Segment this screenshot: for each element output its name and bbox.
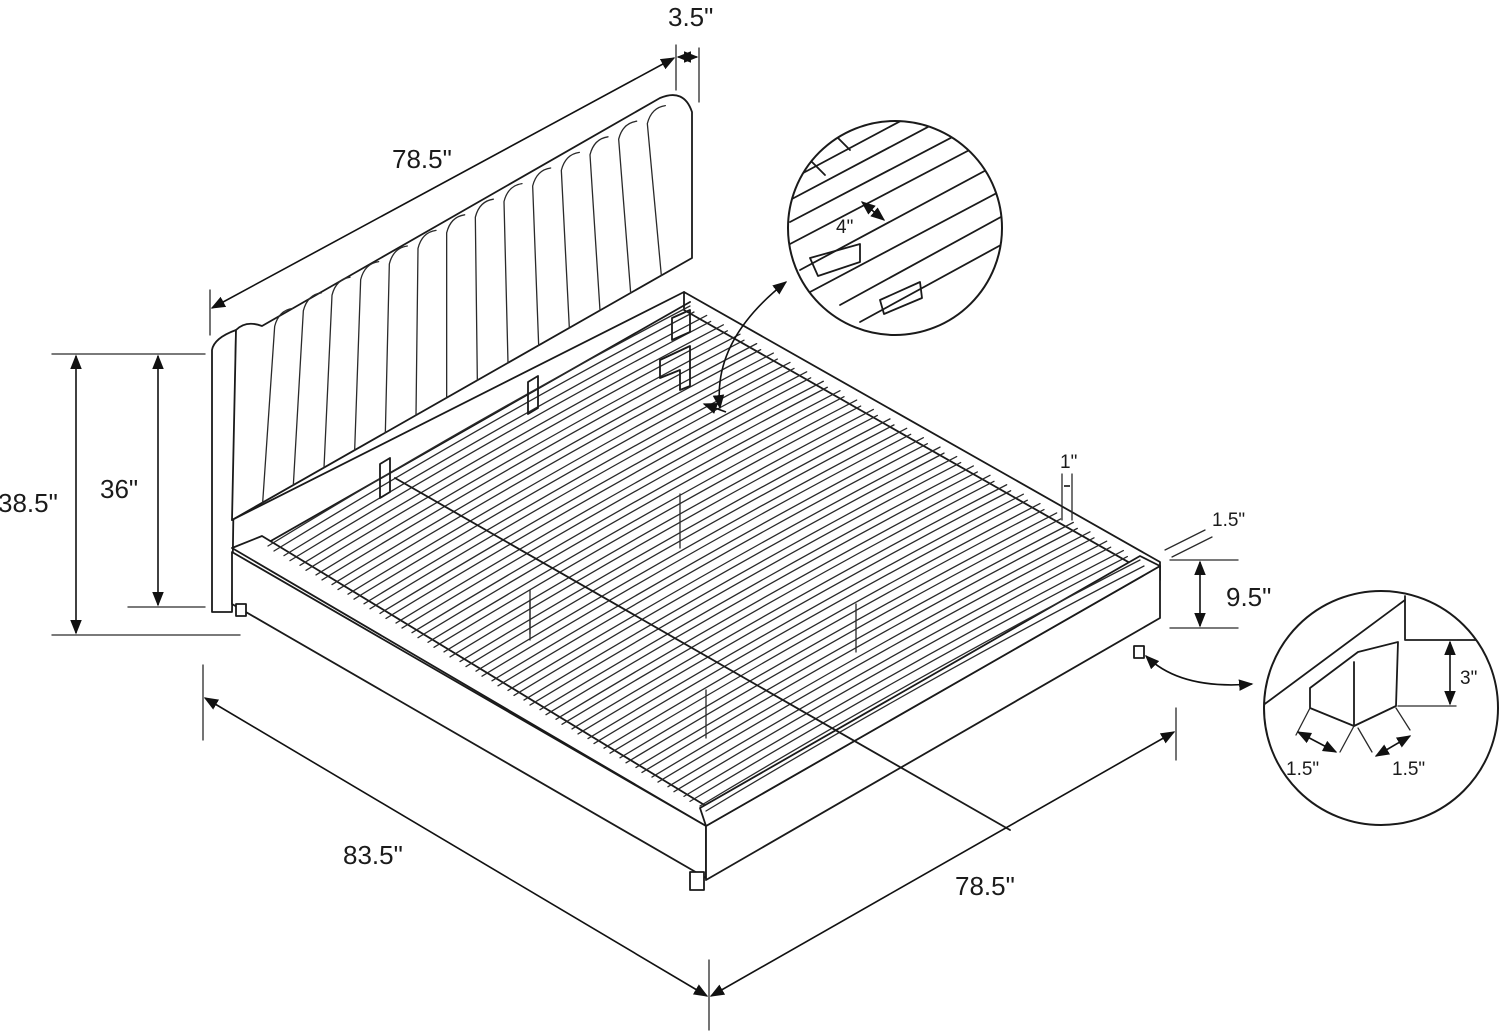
slat-edge <box>337 348 762 591</box>
slat <box>571 484 1008 730</box>
headboard-depth-label: 3.5" <box>668 2 713 32</box>
slat-edge <box>577 490 1012 735</box>
leg-detail-circle <box>1263 590 1499 826</box>
slat <box>507 446 941 692</box>
leg <box>1133 645 1145 659</box>
frame-height-label: 9.5" <box>1226 582 1271 612</box>
slat-edge <box>689 555 1128 803</box>
slat <box>331 342 758 586</box>
slat-edge <box>385 377 812 620</box>
slat-edge <box>433 405 862 648</box>
slat-edge <box>305 330 728 571</box>
leg <box>235 603 247 617</box>
slat-thickness-label: 1" <box>1060 452 1077 473</box>
center-support-legs <box>529 493 857 739</box>
slat-edge <box>497 443 928 687</box>
slat <box>619 512 1058 759</box>
slat-detail-circle <box>787 120 1003 336</box>
slat-edge <box>449 414 878 658</box>
slat <box>475 427 908 672</box>
leg-width-b-label: 1.5" <box>1392 759 1425 780</box>
bed-width-label: 78.5" <box>955 871 1015 901</box>
leg <box>689 871 705 891</box>
slat-edge <box>481 433 912 677</box>
slat-gap-label: 4" <box>836 217 853 238</box>
slat <box>443 408 874 653</box>
slat-edge <box>529 461 962 706</box>
left-side-rail <box>231 551 707 879</box>
slat <box>267 305 691 547</box>
dimension-lines <box>51 44 1254 1031</box>
slat <box>459 418 891 663</box>
slat <box>315 333 741 576</box>
headboard-channel-line <box>262 307 294 504</box>
slat <box>555 474 991 720</box>
bed-frame <box>211 94 1161 891</box>
slat-edge <box>401 386 828 629</box>
slat-edge <box>273 311 695 552</box>
headboard <box>231 94 693 521</box>
slat-edge <box>561 480 995 725</box>
overall-length-label: 83.5" <box>343 840 403 870</box>
rail-thickness-label: 1.5" <box>1212 510 1245 531</box>
slat <box>539 465 974 711</box>
slat <box>395 380 824 624</box>
slat-edge <box>465 424 895 668</box>
slat <box>491 437 924 682</box>
slat <box>427 399 858 643</box>
slat <box>283 314 708 557</box>
slat <box>379 371 808 615</box>
slat <box>411 390 841 634</box>
overall-height-label: 38.5" <box>0 488 58 518</box>
slat <box>523 455 958 701</box>
dimension-labels: 78.5" 3.5" 38.5" 36" 83.5" 78.5" 9.5" 1"… <box>0 2 1477 901</box>
headboard-height-label: 36" <box>100 474 138 504</box>
leg-width-a-label: 1.5" <box>1286 759 1319 780</box>
slat-edge <box>321 339 745 581</box>
slat-edge <box>417 396 845 639</box>
slat <box>299 324 724 566</box>
headboard-width-label: 78.5" <box>392 144 452 174</box>
slat-edge <box>545 471 978 716</box>
slat-edge <box>289 320 712 562</box>
leg-height-label: 3" <box>1460 668 1477 689</box>
slat-edge <box>513 452 945 697</box>
foot-rail <box>705 565 1161 881</box>
